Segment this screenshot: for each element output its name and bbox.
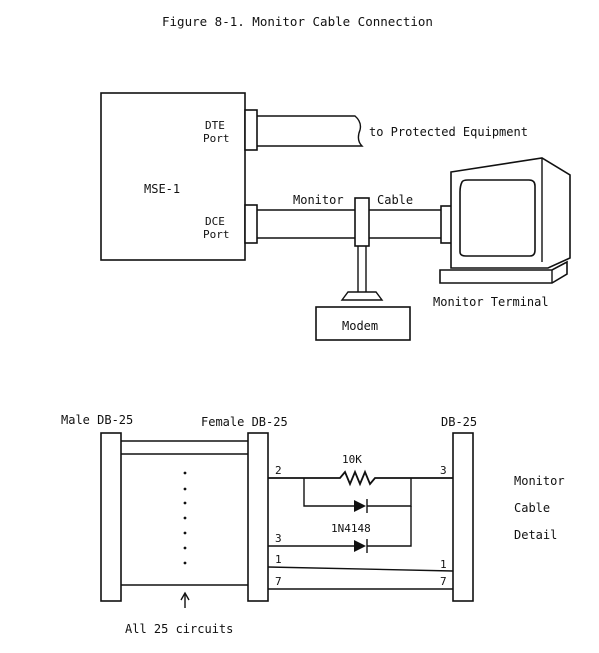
pin1-wire — [267, 566, 454, 572]
db25-label: DB-25 — [441, 415, 477, 429]
monitor-terminal-label: Monitor Terminal — [433, 295, 549, 309]
modem-connector — [340, 291, 384, 301]
modem-label: Modem — [342, 319, 378, 333]
pin-left-1: 1 — [275, 553, 282, 566]
monitor-cable-label-cable: Cable — [377, 193, 413, 207]
monitor-terminal-icon — [439, 157, 571, 284]
circuit-dots — [183, 471, 187, 565]
dte-port-label-line2: Port — [203, 132, 230, 145]
pin-right-3: 3 — [440, 464, 447, 477]
pin-left-2: 2 — [275, 464, 282, 477]
all-circuits-label: All 25 circuits — [125, 622, 233, 636]
monitor-cable-label-monitor: Monitor — [293, 193, 344, 207]
dte-port-label-line1: DTE — [205, 119, 225, 132]
dce-port-label-line2: Port — [203, 228, 230, 241]
mse1-unit-box — [100, 92, 246, 261]
dce-port-label-line1: DCE — [205, 215, 225, 228]
diode1-body — [354, 500, 366, 512]
diode1-right-wire — [367, 478, 412, 507]
side-label-cable: Cable — [514, 501, 550, 515]
diode2-body — [354, 540, 366, 552]
pin-right-1: 1 — [440, 558, 447, 571]
dte-cable — [257, 115, 364, 147]
male-db25-connector — [100, 432, 122, 602]
resistor-value-label: 10K — [342, 453, 362, 466]
dce-port-connector — [244, 204, 258, 244]
pin-left-3: 3 — [275, 532, 282, 545]
diode2-right-wire — [367, 506, 412, 547]
male-db25-label: Male DB-25 — [61, 413, 133, 427]
female-db25-connector — [247, 432, 269, 602]
pin-left-7: 7 — [275, 575, 282, 588]
resistor-line-pin2-pin3 — [268, 469, 453, 487]
db25-terminal-connector — [452, 432, 474, 602]
diode1-left-wire — [303, 478, 354, 507]
pin-right-7: 7 — [440, 575, 447, 588]
circuits-arrow-head — [180, 591, 190, 601]
modem-box — [315, 306, 411, 341]
cable-y-splitter — [354, 197, 370, 247]
dte-port-connector — [244, 109, 258, 151]
to-protected-equipment-label: to Protected Equipment — [369, 125, 528, 139]
female-db25-label: Female DB-25 — [201, 415, 288, 429]
side-label-monitor: Monitor — [514, 474, 565, 488]
diode-part-label: 1N4148 — [331, 522, 371, 535]
side-label-detail: Detail — [514, 528, 557, 542]
figure-title: Figure 8-1. Monitor Cable Connection — [162, 14, 433, 29]
mse1-label: MSE-1 — [144, 182, 180, 196]
